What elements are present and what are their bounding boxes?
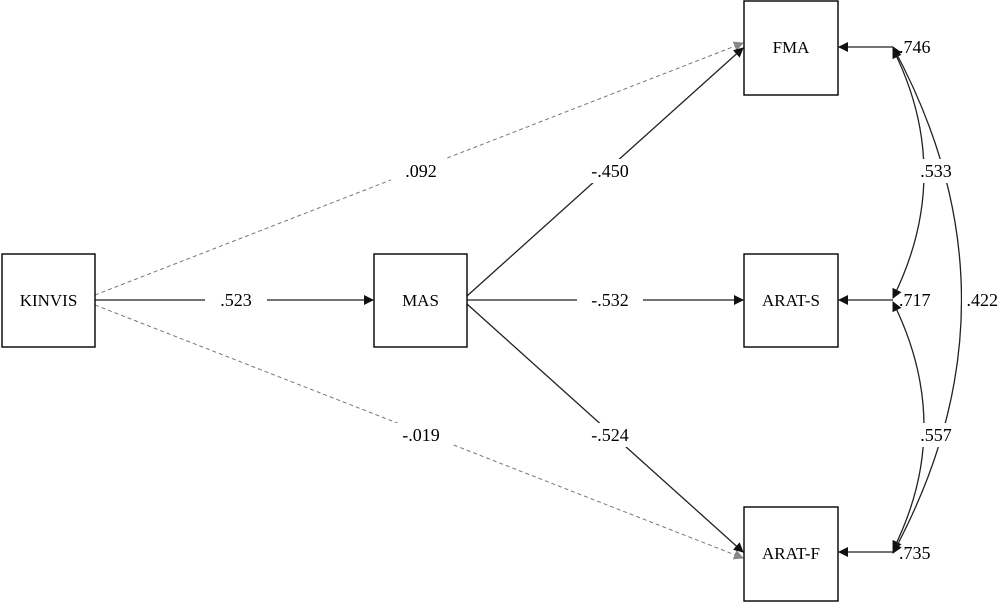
- node-arat-s-label: ARAT-S: [762, 291, 820, 310]
- node-arat-f: ARAT-F: [743, 506, 839, 602]
- node-arat-s: ARAT-S: [743, 253, 839, 348]
- residual-arat-f: .735: [899, 543, 931, 563]
- node-fma: FMA: [743, 0, 839, 96]
- coef-kinvis-aratf: -.019: [402, 425, 440, 445]
- node-mas: MAS: [373, 253, 468, 348]
- corr-curve-fma-aratf: [892, 46, 963, 554]
- residual-fma: .746: [899, 37, 931, 57]
- corr-fma-arats: .533: [920, 161, 952, 181]
- node-kinvis: KINVIS: [1, 253, 96, 348]
- residual-arat-s: .717: [899, 290, 931, 310]
- node-kinvis-label: KINVIS: [20, 291, 78, 310]
- edge-kinvis-fma: [94, 41, 744, 296]
- coef-mas-aratf: -.524: [591, 425, 629, 445]
- edge-kinvis-aratf: [94, 304, 744, 560]
- corr-arats-aratf: .557: [920, 425, 952, 445]
- corr-fma-aratf: .422: [967, 290, 999, 310]
- coef-mas-fma: -.450: [591, 161, 629, 181]
- node-fma-label: FMA: [773, 38, 811, 57]
- node-arat-f-label: ARAT-F: [762, 544, 820, 563]
- node-mas-label: MAS: [402, 291, 439, 310]
- coef-kinvis-fma: .092: [405, 161, 437, 181]
- coef-kinvis-mas: .523: [220, 290, 252, 310]
- coef-mas-arats: -.532: [591, 290, 629, 310]
